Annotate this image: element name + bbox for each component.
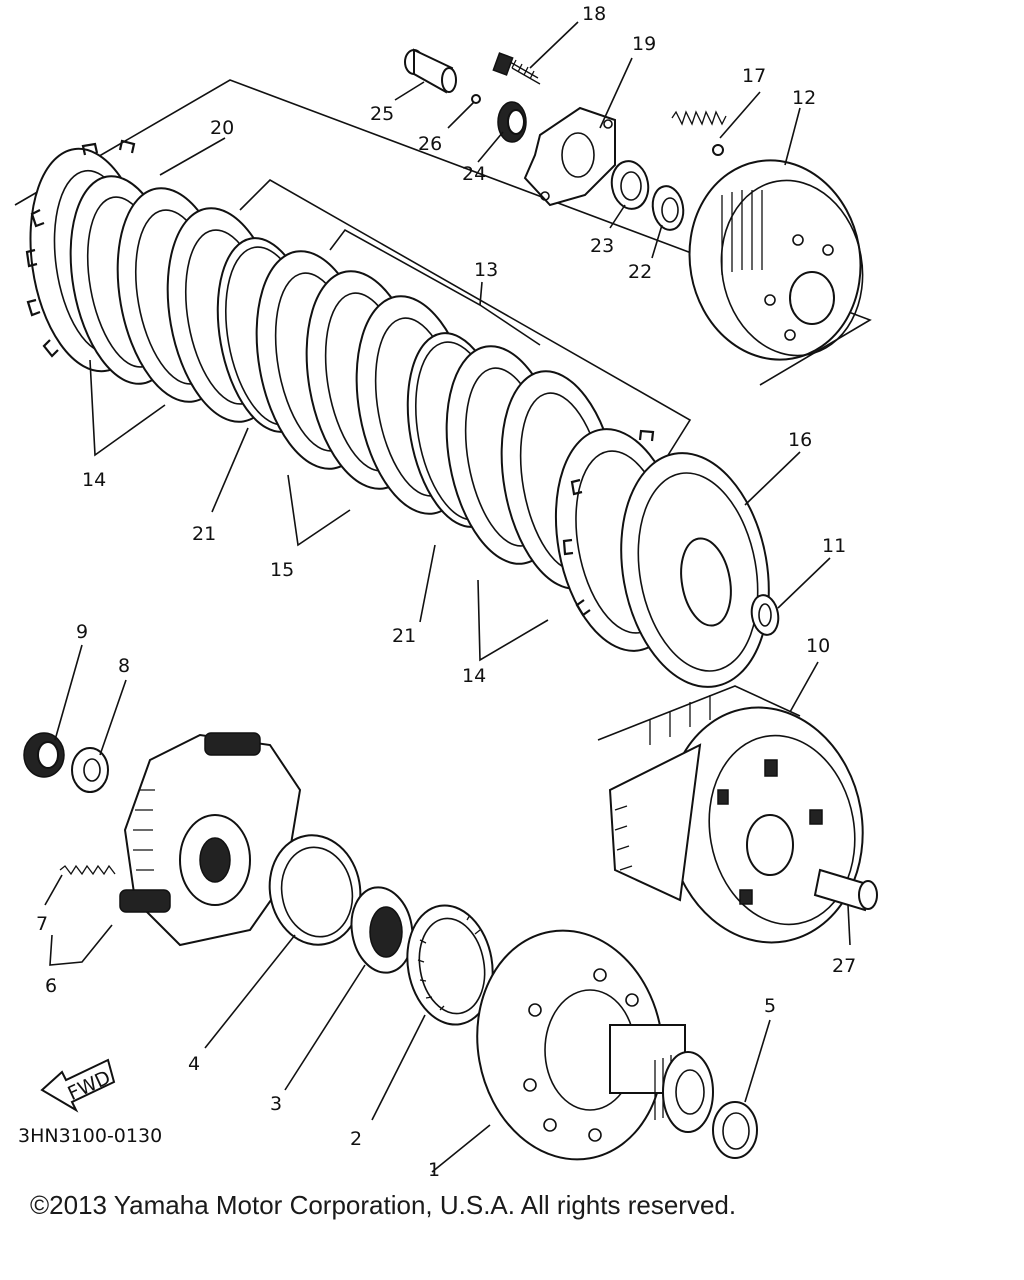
callout-3: 3: [270, 1093, 282, 1115]
callout-19: 19: [632, 33, 656, 55]
clutch-exploded-diagram: FWD 3HN3100-0130 18: [14, 3, 878, 1180]
copyright-notice: ©2013 Yamaha Motor Corporation, U.S.A. A…: [30, 1190, 737, 1220]
drawing-code: 3HN3100-0130: [18, 1125, 162, 1147]
callout-5: 5: [764, 995, 776, 1017]
primary-driven-gear-1: [476, 929, 714, 1161]
callout-25: 25: [370, 103, 394, 125]
callout-22: 22: [628, 261, 652, 283]
clutch-housing-10: [608, 695, 864, 944]
washer-23: [610, 160, 650, 210]
callout-2: 2: [350, 1128, 362, 1150]
spring-17: [671, 110, 727, 156]
one-way-clutch-2: [406, 904, 494, 1026]
callout-21b: 21: [392, 625, 416, 647]
pressure-plate-16: [620, 452, 770, 688]
callout-numbers: 18 19 17 12 25 26 24 20 23 22 13 16 14 2…: [36, 3, 856, 1180]
centrifugal-clutch-6: [119, 732, 302, 947]
bolt-25: [404, 48, 457, 94]
spring-7: [59, 864, 116, 876]
washer-4: [268, 834, 362, 946]
callout-10: 10: [806, 635, 830, 657]
callout-8: 8: [118, 655, 130, 677]
callout-27: 27: [832, 955, 856, 977]
washer-5: [712, 1101, 758, 1159]
callout-14a: 14: [82, 469, 106, 491]
callout-17: 17: [742, 65, 766, 87]
callout-12: 12: [792, 87, 816, 109]
lock-washer-22: [651, 185, 685, 231]
callout-1: 1: [428, 1159, 440, 1180]
nut-9: [23, 732, 65, 778]
washer-26: [471, 94, 481, 104]
lifter-plate-19: [523, 106, 616, 207]
callout-20: 20: [210, 117, 234, 139]
callout-23: 23: [590, 235, 614, 257]
callout-7: 7: [36, 913, 48, 935]
callout-13: 13: [474, 259, 498, 281]
bearing-24: [497, 101, 527, 143]
assembly-bracket-housing: [597, 685, 801, 741]
callout-16: 16: [788, 429, 812, 451]
callout-4: 4: [188, 1053, 200, 1075]
bolt-18: [492, 52, 541, 85]
clutch-plate-stack: [25, 139, 697, 652]
callout-18: 18: [582, 3, 606, 25]
circlip-11: [750, 594, 780, 636]
callout-11: 11: [822, 535, 846, 557]
fwd-arrow-icon: FWD: [40, 1058, 116, 1113]
clutch-boss-12: [688, 159, 864, 361]
callout-14b: 14: [462, 665, 486, 687]
callout-21a: 21: [192, 523, 216, 545]
callout-15: 15: [270, 559, 294, 581]
leader-lines: [44, 21, 851, 1173]
bearing-3: [350, 886, 414, 974]
collar-27: [813, 868, 878, 912]
callout-24: 24: [462, 163, 486, 185]
callout-26: 26: [418, 133, 442, 155]
callout-6: 6: [45, 975, 57, 997]
callout-9: 9: [76, 621, 88, 643]
lock-washer-8: [71, 747, 109, 793]
